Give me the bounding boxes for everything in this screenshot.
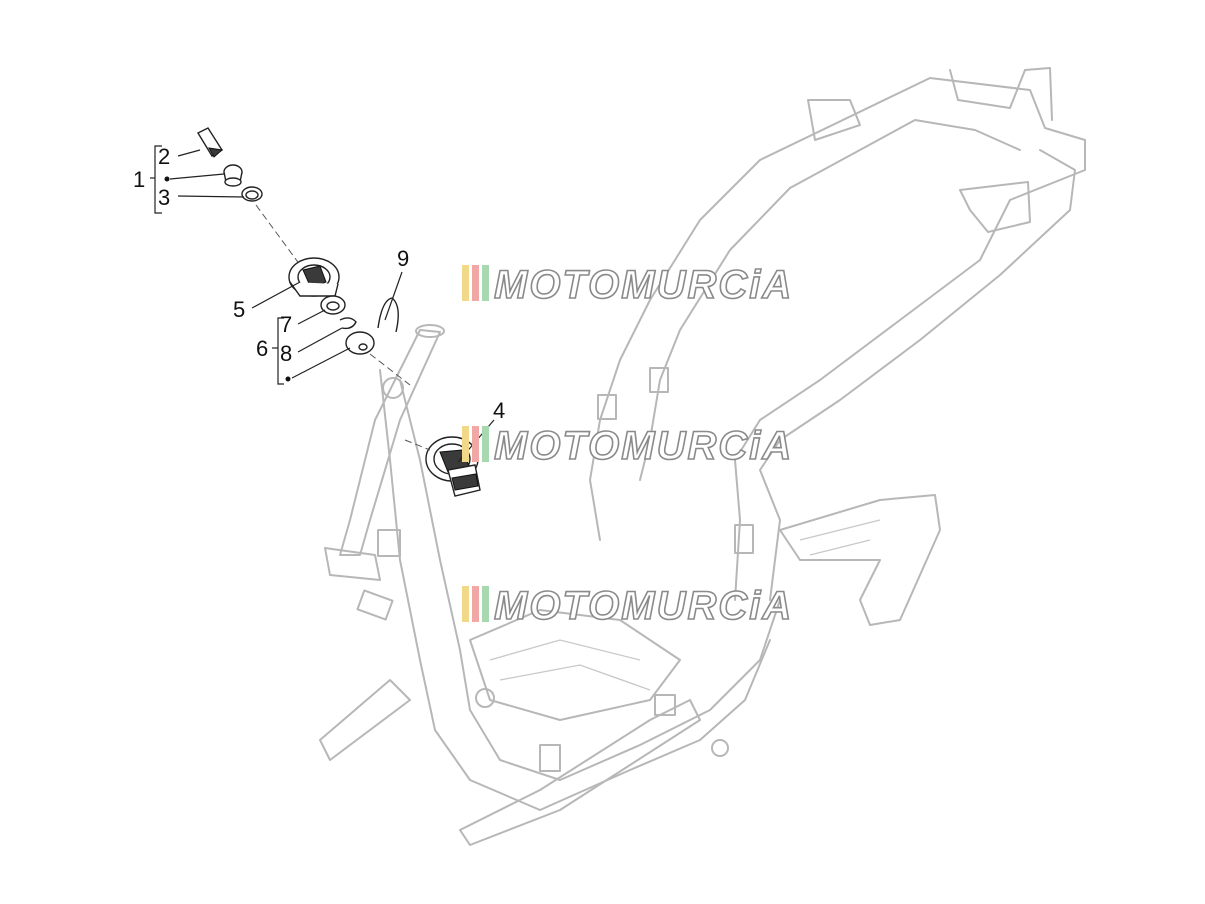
callout-2: 2 xyxy=(158,144,170,169)
callout-8: 8 xyxy=(280,341,292,366)
callout-labels: 1 2 3 5 7 6 8 9 4 xyxy=(133,144,505,423)
watermark-text: MOTOMURCiA xyxy=(494,424,793,468)
scooter-frame xyxy=(319,67,1086,846)
clip-part xyxy=(339,317,357,330)
key-part xyxy=(197,127,224,158)
watermark-2: MOTOMURCiA xyxy=(462,423,793,469)
callout-6: 6 xyxy=(256,336,268,361)
watermark-stripe xyxy=(462,265,469,301)
callout-7: 7 xyxy=(280,312,292,337)
watermark-stripe xyxy=(472,586,479,622)
spring-ring-part xyxy=(320,295,346,315)
watermark-stripe xyxy=(472,265,479,301)
lock-cover-part xyxy=(288,257,340,297)
callout-4: 4 xyxy=(493,398,505,423)
assembly-axis-line-2 xyxy=(369,353,411,386)
ring-part xyxy=(241,186,263,202)
watermark-text: MOTOMURCiA xyxy=(494,263,793,307)
watermark-1: MOTOMURCiA xyxy=(462,262,793,308)
callout-9: 9 xyxy=(397,246,409,271)
callout-1: 1 xyxy=(133,167,145,192)
watermark-text: MOTOMURCiA xyxy=(494,584,793,628)
assembly-axis-line xyxy=(255,204,301,266)
bushing-part xyxy=(345,331,375,355)
callout-3: 3 xyxy=(158,185,170,210)
watermark-stripe xyxy=(472,426,479,462)
watermark-stripe xyxy=(462,586,469,622)
watermark-stripe xyxy=(482,426,489,462)
watermark-stripe xyxy=(462,426,469,462)
assembly-axis-line-3 xyxy=(404,439,431,451)
lock-barrel-part xyxy=(223,164,243,187)
spring-wire-part xyxy=(377,297,399,333)
callout-5: 5 xyxy=(233,297,245,322)
watermark-stripe xyxy=(482,265,489,301)
watermark-3: MOTOMURCiA xyxy=(462,583,793,629)
watermark-stripe xyxy=(482,586,489,622)
